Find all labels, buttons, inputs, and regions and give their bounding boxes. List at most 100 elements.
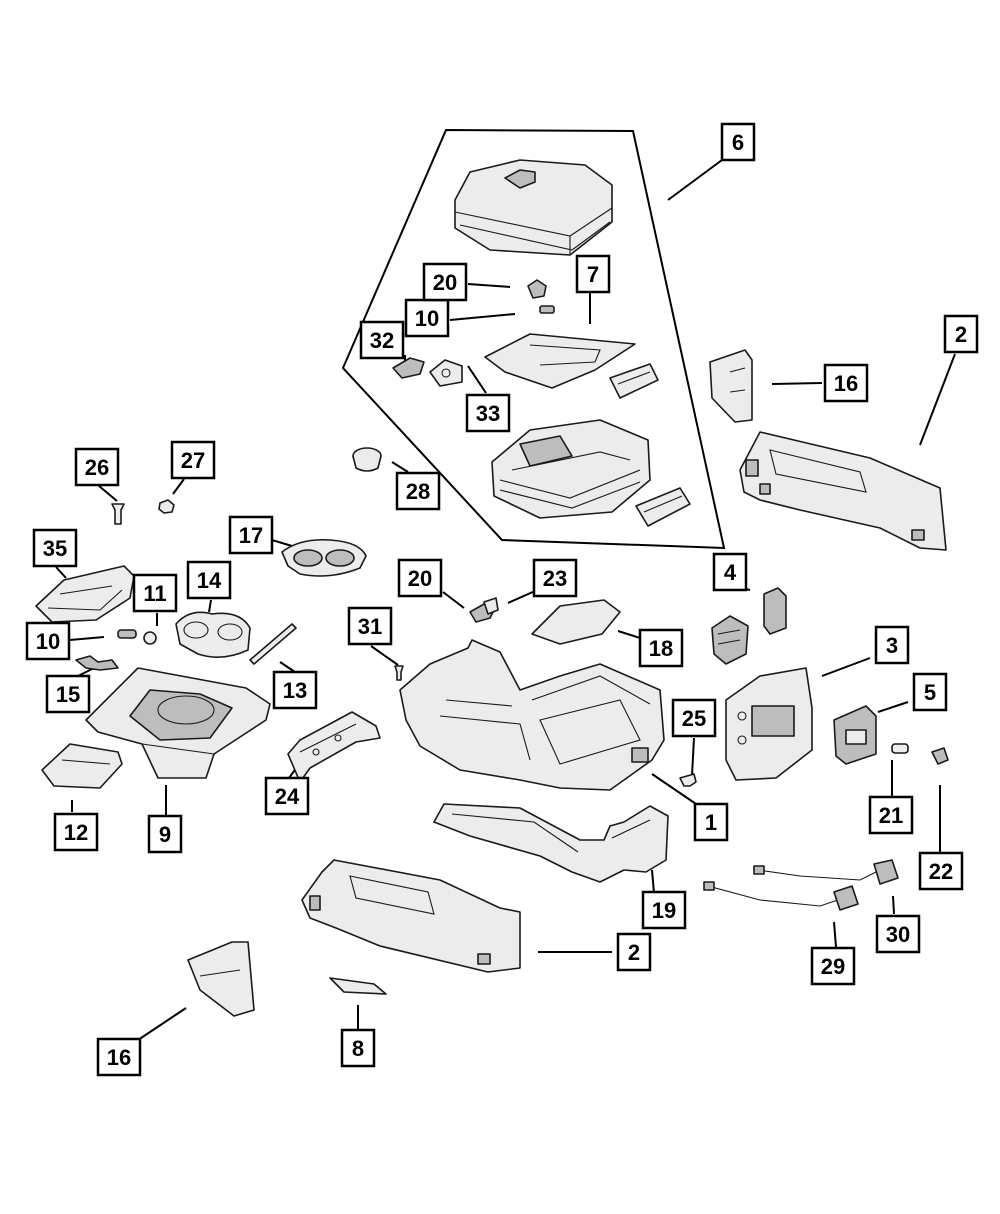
callout-box — [868, 795, 914, 835]
wire-harness-upper — [753, 859, 899, 885]
callout-8: 8 — [340, 1028, 376, 1068]
tray-mat — [41, 743, 123, 789]
callout-33: 33 — [465, 393, 511, 433]
callout-27: 27 — [170, 440, 216, 480]
callout-16: 16 — [823, 363, 869, 403]
callout-17: 17 — [228, 515, 274, 555]
push-pin — [143, 631, 157, 645]
callout-number: 10 — [415, 306, 439, 331]
small-screw — [394, 665, 404, 681]
callout-box — [25, 621, 71, 661]
callout-35: 35 — [32, 528, 78, 568]
callout-1: 1 — [693, 802, 729, 842]
callout-number: 19 — [652, 898, 676, 923]
callout-number: 10 — [36, 629, 60, 654]
callout-13: 13 — [272, 670, 318, 710]
callout-box — [810, 946, 856, 986]
callout-box — [397, 558, 443, 598]
callout-layer: 1223456789101011121314151616171819202021… — [25, 122, 979, 1077]
callout-box — [170, 440, 216, 480]
callout-28: 28 — [395, 471, 441, 511]
callout-number: 13 — [283, 678, 307, 703]
callout-box — [638, 628, 684, 668]
callout-box — [671, 698, 717, 738]
callout-number: 28 — [406, 479, 430, 504]
callout-box — [347, 606, 393, 646]
callout-number: 9 — [159, 822, 171, 847]
callout-box — [96, 1037, 142, 1077]
callout-number: 16 — [834, 371, 858, 396]
bolt — [679, 773, 697, 787]
callout-10: 10 — [404, 298, 450, 338]
callout-box — [53, 812, 99, 852]
callout-box — [465, 393, 511, 433]
callout-box — [693, 802, 729, 842]
callout-number: 15 — [56, 682, 80, 707]
callout-number: 21 — [879, 803, 903, 828]
side-panel-left — [301, 859, 521, 973]
outlet-cap — [931, 747, 949, 765]
callout-number: 5 — [924, 680, 936, 705]
callout-number: 6 — [732, 130, 744, 155]
callout-number: 4 — [724, 560, 737, 585]
callout-6: 6 — [720, 122, 756, 162]
callout-number: 3 — [886, 633, 898, 658]
callout-number: 8 — [352, 1036, 364, 1061]
screw — [111, 503, 125, 525]
cup-holder-bezel — [281, 538, 367, 577]
storage-tray — [35, 565, 135, 623]
callout-31: 31 — [347, 606, 393, 646]
callout-number: 32 — [370, 328, 394, 353]
callout-number: 2 — [955, 322, 967, 347]
callout-number: 25 — [682, 706, 706, 731]
wire-connector — [75, 655, 119, 671]
callout-box — [616, 932, 652, 972]
power-outlet-plate — [833, 705, 877, 765]
callout-number: 33 — [476, 401, 500, 426]
seal-strip — [249, 623, 297, 665]
callout-box — [912, 672, 948, 712]
callout-number: 22 — [929, 859, 953, 884]
callout-box — [823, 363, 869, 403]
callout-9: 9 — [147, 814, 183, 854]
callout-box — [720, 122, 756, 162]
callout-number: 7 — [587, 262, 599, 287]
air-duct — [433, 803, 669, 883]
callout-number: 16 — [107, 1045, 131, 1070]
latch-screw — [539, 305, 555, 314]
callout-box — [918, 851, 964, 891]
support-bracket — [287, 711, 381, 783]
callout-box — [422, 262, 468, 302]
callout-number: 26 — [85, 455, 109, 480]
callout-10: 10 — [25, 621, 71, 661]
bezel-trim-lower — [187, 941, 255, 1017]
callout-box — [641, 890, 687, 930]
callout-number: 20 — [408, 566, 432, 591]
switch-module — [763, 587, 787, 635]
callout-2: 2 — [616, 932, 652, 972]
armrest-storage-tray — [491, 419, 651, 519]
callout-box — [359, 320, 405, 360]
callout-20: 20 — [397, 558, 443, 598]
cup-insert — [352, 447, 382, 472]
callout-23: 23 — [532, 558, 578, 598]
armrest-pad — [484, 333, 636, 389]
callout-box — [147, 814, 183, 854]
callout-box — [132, 573, 178, 613]
callout-18: 18 — [638, 628, 684, 668]
callout-box — [32, 528, 78, 568]
callout-box — [186, 560, 232, 600]
callout-number: 24 — [275, 784, 300, 809]
callout-number: 29 — [821, 954, 845, 979]
callout-5: 5 — [912, 672, 948, 712]
callout-number: 30 — [886, 922, 910, 947]
callout-number: 2 — [628, 940, 640, 965]
switch-connector — [711, 615, 749, 665]
callout-box — [228, 515, 274, 555]
latch-left — [392, 357, 425, 379]
latch-clip — [527, 279, 547, 299]
callout-25: 25 — [671, 698, 717, 738]
callout-7: 7 — [575, 254, 611, 294]
